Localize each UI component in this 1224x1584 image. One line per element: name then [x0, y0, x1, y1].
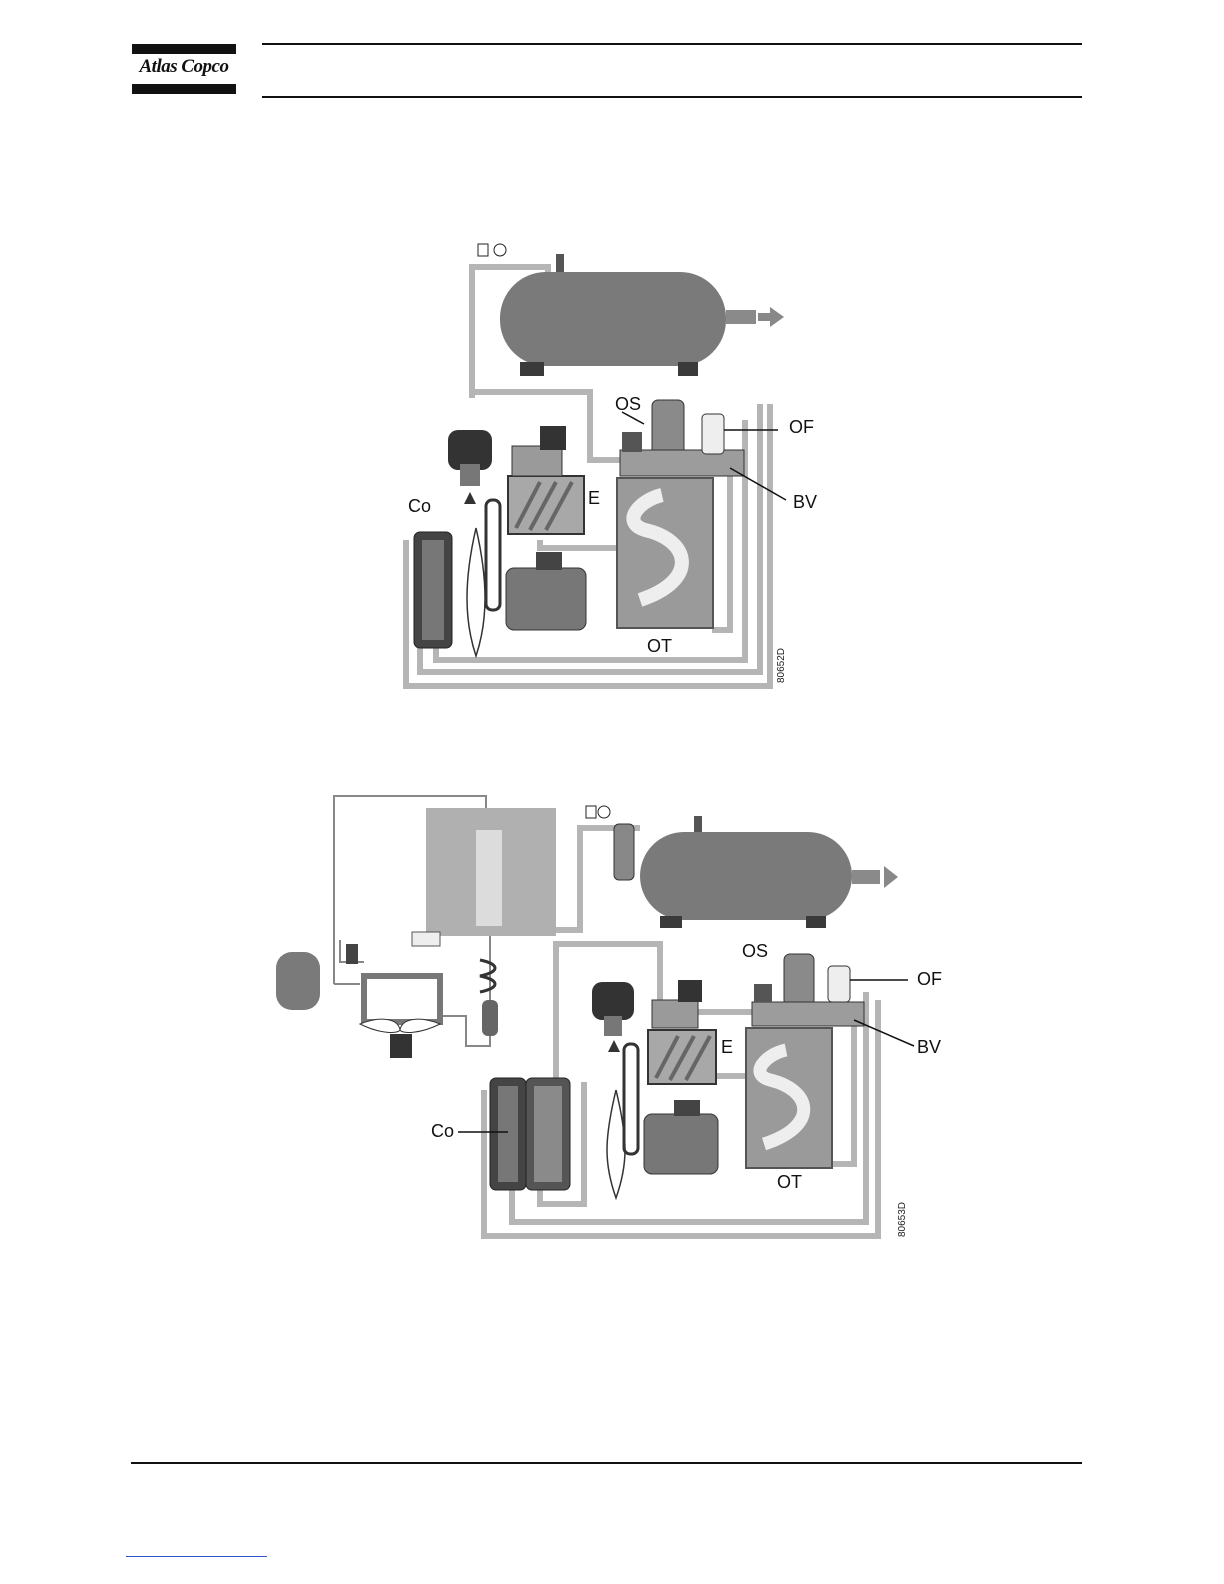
fig2-label-os: OS: [742, 941, 768, 962]
fig2-refrigerant-compressor: [276, 944, 358, 1010]
fig2-dryer-unit: [412, 808, 556, 1036]
fig2-label-ot: OT: [777, 1172, 802, 1193]
fig2-oil-tank-ot: [746, 1028, 832, 1168]
fig2-air-filter: [592, 982, 634, 1052]
fig2-label-bv: BV: [917, 1037, 941, 1058]
fig2-label-e: E: [721, 1037, 733, 1058]
fig2-tank: [640, 816, 898, 928]
fig2-code: 80653D: [897, 1202, 908, 1237]
fig2-fan: [607, 1090, 625, 1198]
fig2-line-filter: [586, 806, 634, 880]
footer-link-underline[interactable]: [126, 1556, 267, 1557]
fig2-label-co: Co: [431, 1121, 454, 1142]
fig2-condenser-coil: [360, 976, 440, 1058]
footer-rule: [131, 1462, 1082, 1464]
fig2-oil-filter-of: [828, 966, 850, 1002]
fig2-label-of: OF: [917, 969, 942, 990]
fig2-cooler-co: [490, 1078, 570, 1190]
